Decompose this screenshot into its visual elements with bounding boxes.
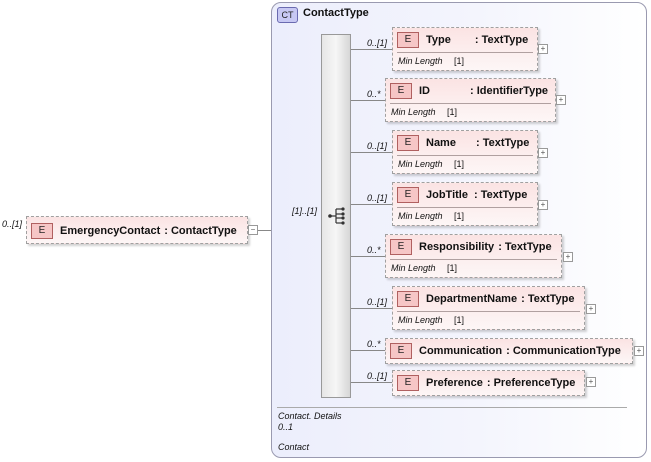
facet-separator xyxy=(397,311,580,312)
collapse-toggle[interactable]: − xyxy=(248,225,258,235)
child-element-communication[interactable]: E Communication : CommunicationType xyxy=(385,338,633,364)
element-type: : ContactType xyxy=(164,225,237,237)
child-element-job-title[interactable]: E JobTitle : TextType Min Length [1] xyxy=(392,182,538,226)
facet-value: [1] xyxy=(454,159,465,169)
facet-label: Min Length xyxy=(398,315,443,325)
facet-label: Min Length xyxy=(398,211,443,221)
expand-toggle[interactable]: + xyxy=(538,200,548,210)
connector xyxy=(351,256,385,257)
element-name: Responsibility xyxy=(419,241,495,253)
child-cardinality: 0..[1] xyxy=(367,38,388,48)
element-type: : PreferenceType xyxy=(486,377,576,389)
facet-value: [1] xyxy=(454,211,465,221)
element-type: : TextType xyxy=(521,293,575,305)
child-cardinality: 0..* xyxy=(367,89,381,99)
facet-separator xyxy=(397,207,533,208)
child-element-name[interactable]: E Name : TextType Min Length [1] xyxy=(392,130,538,174)
facet-value: [1] xyxy=(454,56,465,66)
expand-toggle[interactable]: + xyxy=(538,148,548,158)
element-type: : CommunicationType xyxy=(506,345,621,357)
element-badge: E xyxy=(397,32,419,48)
element-name: JobTitle xyxy=(426,189,468,201)
element-type: : TextType xyxy=(474,34,529,46)
element-name: DepartmentName xyxy=(426,293,518,305)
facet-value: [1] xyxy=(454,315,465,325)
facet-label: Min Length xyxy=(391,107,436,117)
child-cardinality: 0..[1] xyxy=(367,141,388,151)
child-cardinality: 0..[1] xyxy=(367,297,388,307)
root-element-emergency-contact[interactable]: E EmergencyContact : ContactType xyxy=(26,216,248,244)
element-type: : IdentifierType xyxy=(470,85,549,97)
connector xyxy=(258,230,272,231)
child-cardinality: 0..* xyxy=(367,339,381,349)
root-cardinality: 0..[1] xyxy=(2,219,23,229)
footer-annotation-cardinality: 0..1 xyxy=(278,422,294,432)
footer-annotation-label: Contact xyxy=(278,442,310,452)
child-cardinality: 0..* xyxy=(367,245,381,255)
connector xyxy=(351,382,392,383)
child-element-responsibility[interactable]: E Responsibility : TextType Min Length [… xyxy=(385,234,562,278)
facet-label: Min Length xyxy=(398,56,443,66)
footer-annotation-title: Contact. Details xyxy=(278,411,342,421)
facet-separator xyxy=(390,103,551,104)
element-badge: E xyxy=(390,239,412,255)
element-badge: E xyxy=(390,343,412,359)
expand-toggle[interactable]: + xyxy=(538,44,548,54)
complex-type-badge: CT xyxy=(277,7,298,23)
element-name: Preference xyxy=(426,377,483,389)
expand-toggle[interactable]: + xyxy=(634,346,644,356)
facet-separator xyxy=(390,259,557,260)
connector xyxy=(351,204,392,205)
child-element-preference[interactable]: E Preference : PreferenceType xyxy=(392,370,585,396)
element-name: EmergencyContact xyxy=(60,225,161,237)
element-badge: E xyxy=(31,223,53,239)
connector xyxy=(351,49,392,50)
element-name: Communication xyxy=(419,345,503,357)
element-name: ID xyxy=(419,85,430,97)
facet-label: Min Length xyxy=(398,159,443,169)
connector xyxy=(351,350,385,351)
complex-type-title: ContactType xyxy=(303,7,369,19)
element-badge: E xyxy=(397,135,419,151)
element-name: Type xyxy=(426,34,451,46)
element-type: : TextType xyxy=(473,189,528,201)
connector xyxy=(351,152,392,153)
child-element-id[interactable]: E ID : IdentifierType Min Length [1] xyxy=(385,78,556,122)
sequence-cardinality: [1]..[1] xyxy=(292,206,318,216)
child-cardinality: 0..[1] xyxy=(367,371,388,381)
sequence-icon xyxy=(328,207,345,225)
facet-separator xyxy=(397,155,533,156)
expand-toggle[interactable]: + xyxy=(586,304,596,314)
expand-toggle[interactable]: + xyxy=(556,95,566,105)
connector xyxy=(351,100,385,101)
facet-value: [1] xyxy=(447,263,458,273)
element-badge: E xyxy=(397,187,419,203)
child-element-department-name[interactable]: E DepartmentName : TextType Min Length [… xyxy=(392,286,585,330)
connector xyxy=(351,308,392,309)
child-cardinality: 0..[1] xyxy=(367,193,388,203)
child-element-type[interactable]: E Type : TextType Min Length [1] xyxy=(392,27,538,71)
facet-value: [1] xyxy=(447,107,458,117)
footer-separator xyxy=(277,407,627,408)
element-badge: E xyxy=(397,375,419,391)
expand-toggle[interactable]: + xyxy=(563,252,573,262)
element-badge: E xyxy=(397,291,419,307)
element-type: : TextType xyxy=(498,241,552,253)
element-type: : TextType xyxy=(475,137,530,149)
element-name: Name xyxy=(426,137,456,149)
facet-separator xyxy=(397,52,533,53)
facet-label: Min Length xyxy=(391,263,436,273)
expand-toggle[interactable]: + xyxy=(586,377,596,387)
element-badge: E xyxy=(390,83,412,99)
